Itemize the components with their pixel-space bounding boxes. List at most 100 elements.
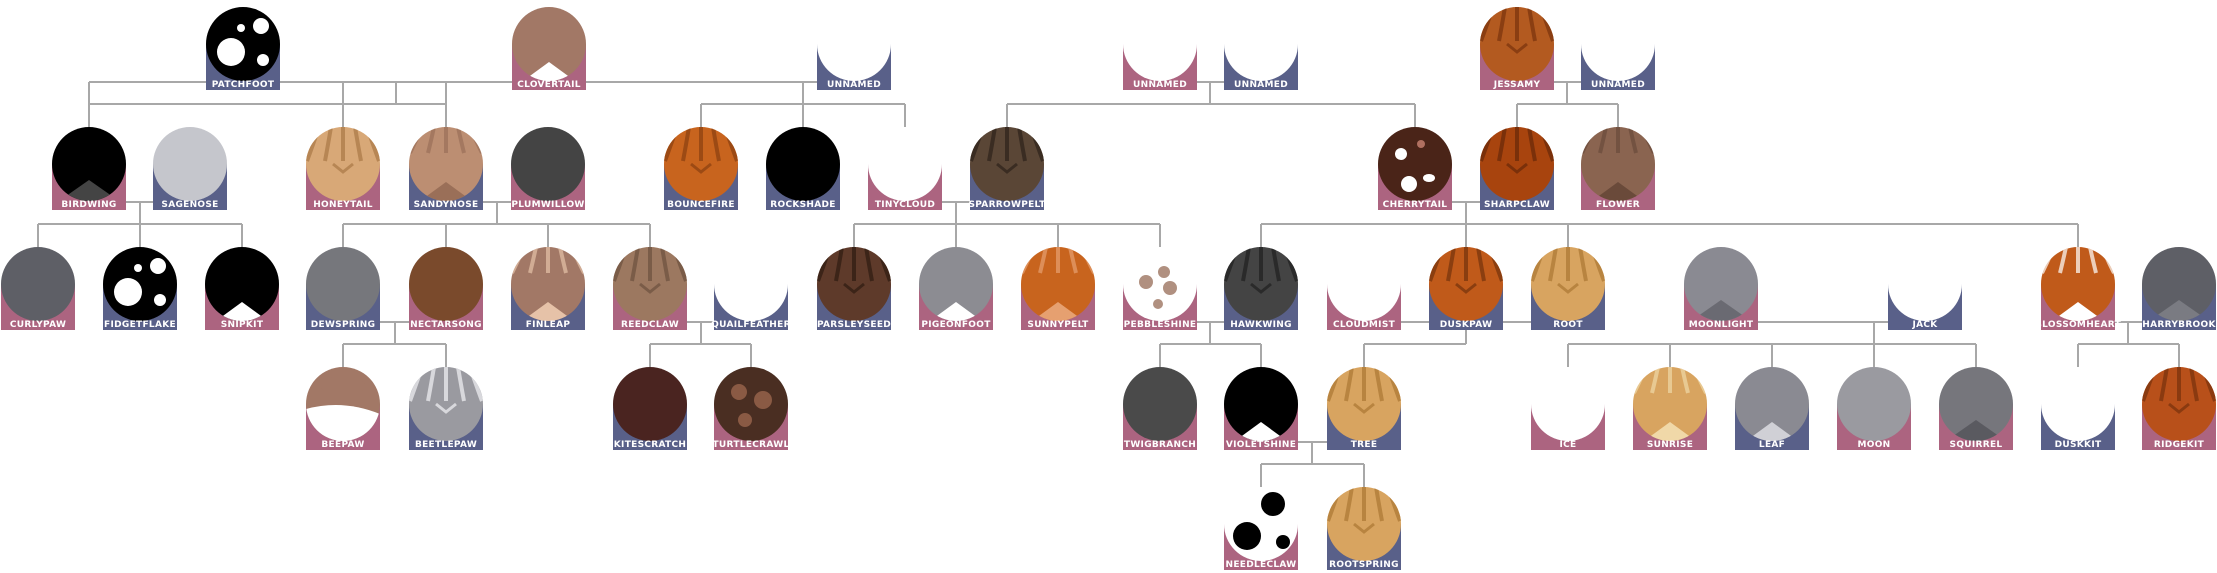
cat-node-nectarsong[interactable]: NECTARSONG: [409, 247, 483, 330]
cat-node-unnamed-2[interactable]: UNNAMED: [1123, 7, 1197, 90]
cat-portrait-icon: [1224, 487, 1298, 561]
cat-portrait-icon: [766, 127, 840, 201]
cat-name-label: MOONLIGHT: [1689, 320, 1754, 330]
cat-node-flower[interactable]: FLOWER: [1581, 127, 1655, 210]
cat-node-patchfoot[interactable]: PATCHFOOT: [206, 7, 280, 90]
cat-node-unnamed-1[interactable]: UNNAMED: [817, 7, 891, 90]
cat-node-sagenose[interactable]: SAGENOSE: [153, 127, 227, 210]
cat-node-violetshine[interactable]: VIOLETSHINE: [1224, 367, 1298, 450]
cat-portrait-icon: [103, 247, 177, 321]
cat-node-parsleyseed[interactable]: PARSLEYSEED: [817, 247, 891, 330]
cat-node-pigeonfoot[interactable]: PIGEONFOOT: [919, 247, 993, 330]
cat-name-label: PARSLEYSEED: [817, 320, 891, 330]
cat-name-label: TWIGBRANCH: [1124, 440, 1196, 450]
cat-node-sparrowpelt[interactable]: SPARROWPELT: [968, 127, 1046, 210]
cat-node-moonlight[interactable]: MOONLIGHT: [1684, 247, 1758, 330]
cat-node-hawkwing[interactable]: HAWKWING: [1224, 247, 1298, 330]
cat-portrait-icon: [1837, 367, 1911, 441]
cat-node-sunnypelt[interactable]: SUNNYPELT: [1021, 247, 1095, 330]
cat-node-jack[interactable]: JACK: [1888, 247, 1962, 330]
cat-node-unnamed-4[interactable]: UNNAMED: [1581, 7, 1655, 90]
cat-node-reedclaw[interactable]: REEDCLAW: [613, 247, 687, 330]
cat-node-plumwillow[interactable]: PLUMWILLOW: [511, 127, 585, 210]
cat-name-label: NECTARSONG: [410, 320, 482, 330]
cat-name-label: ROOT: [1553, 320, 1583, 330]
cat-name-label: HARRYBROOK: [2142, 320, 2216, 330]
cat-name-label: BOUNCEFIRE: [667, 200, 735, 210]
cat-name-label: BIRDWING: [61, 200, 116, 210]
cat-portrait-icon: [511, 247, 585, 321]
cat-name-label: JACK: [1911, 320, 1938, 330]
cat-portrait-icon: [1378, 127, 1452, 201]
cat-node-leaf[interactable]: LEAF: [1735, 367, 1809, 450]
cat-portrait-icon: [1735, 367, 1809, 441]
cat-portrait-icon: [409, 367, 483, 441]
cat-node-ridgekit[interactable]: RIDGEKIT: [2142, 367, 2216, 450]
cat-node-moon[interactable]: MOON: [1837, 367, 1911, 450]
cat-node-twigbranch[interactable]: TWIGBRANCH: [1123, 367, 1197, 450]
cat-portrait-icon: [511, 127, 585, 201]
cat-name-label: MOON: [1858, 440, 1891, 450]
cat-name-label: PIGEONFOOT: [921, 320, 991, 330]
cat-name-label: BEEPAW: [321, 440, 364, 450]
cat-node-dewspring[interactable]: DEWSPRING: [306, 247, 380, 330]
cat-node-ice[interactable]: ICE: [1531, 367, 1605, 450]
cat-name-label: SAGENOSE: [161, 200, 218, 210]
cat-portrait-icon: [714, 247, 788, 321]
cat-node-honeytail[interactable]: HONEYTAIL: [306, 127, 380, 210]
cat-node-beepaw[interactable]: BEEPAW: [306, 367, 380, 450]
cat-node-cherrytail[interactable]: CHERRYTAIL: [1378, 127, 1452, 210]
cat-name-label: UNNAMED: [1133, 80, 1187, 90]
cat-name-label: UNNAMED: [1591, 80, 1645, 90]
cat-node-jessamy[interactable]: JESSAMY: [1480, 7, 1554, 90]
cat-name-label: NEEDLECLAW: [1225, 560, 1296, 570]
cat-node-turtlecrawl[interactable]: TURTLECRAWL: [712, 367, 789, 450]
cat-node-cloudmist[interactable]: CLOUDMIST: [1327, 247, 1401, 330]
cat-node-duskkit[interactable]: DUSKKIT: [2041, 367, 2115, 450]
cat-node-quailfeather[interactable]: QUAILFEATHER: [711, 247, 791, 330]
cat-name-label: HAWKWING: [1230, 320, 1292, 330]
cat-node-needleclaw[interactable]: NEEDLECLAW: [1224, 487, 1298, 570]
cat-node-squirrel[interactable]: SQUIRREL: [1939, 367, 2013, 450]
cat-portrait-icon: [1480, 7, 1554, 81]
cat-node-tinycloud[interactable]: TINYCLOUD: [868, 127, 942, 210]
cat-node-sandynose[interactable]: SANDYNOSE: [409, 127, 483, 210]
cat-node-root[interactable]: ROOT: [1531, 247, 1605, 330]
cat-name-label: ROOTSPRING: [1329, 560, 1399, 570]
cat-portrait-icon: [1123, 367, 1197, 441]
cat-name-label: TURTLECRAWL: [712, 440, 789, 450]
cat-portrait-icon: [613, 367, 687, 441]
cat-node-harrybrook[interactable]: HARRYBROOK: [2142, 247, 2216, 330]
cat-node-bouncefire[interactable]: BOUNCEFIRE: [664, 127, 738, 210]
cat-node-clovertail[interactable]: CLOVERTAIL: [512, 7, 586, 90]
cat-portrait-icon: [1581, 7, 1655, 81]
cat-node-rootspring[interactable]: ROOTSPRING: [1327, 487, 1401, 570]
cat-node-duskpaw[interactable]: DUSKPAW: [1429, 247, 1503, 330]
cat-portrait-icon: [613, 247, 687, 321]
cat-name-label: SUNNYPELT: [1027, 320, 1089, 330]
cat-portrait-icon: [1224, 7, 1298, 81]
cat-node-blossomheart[interactable]: BLOSSOMHEART: [2035, 247, 2122, 330]
cat-portrait-icon: [1224, 247, 1298, 321]
cat-portrait-icon: [1581, 127, 1655, 201]
cat-portrait-icon: [817, 7, 891, 81]
cat-name-label: SQUIRREL: [1950, 440, 2003, 450]
cat-portrait-icon: [153, 127, 227, 201]
cat-node-fidgetflake[interactable]: FIDGETFLAKE: [103, 247, 177, 330]
cat-node-curlypaw[interactable]: CURLYPAW: [1, 247, 75, 330]
cat-node-rockshade[interactable]: ROCKSHADE: [766, 127, 840, 210]
cat-node-tree[interactable]: TREE: [1327, 367, 1401, 450]
cat-node-sunrise[interactable]: SUNRISE: [1633, 367, 1707, 450]
cat-node-birdwing[interactable]: BIRDWING: [52, 127, 126, 210]
cat-portrait-icon: [2041, 367, 2115, 441]
cat-node-pebbleshine[interactable]: PEBBLESHINE: [1123, 247, 1197, 330]
cat-node-sharpclaw[interactable]: SHARPCLAW: [1480, 127, 1554, 210]
cat-node-finleap[interactable]: FINLEAP: [511, 247, 585, 330]
cat-node-beetlepaw[interactable]: BEETLEPAW: [409, 367, 483, 450]
cat-node-snipkit[interactable]: SNIPKIT: [205, 247, 279, 330]
cat-portrait-icon: [409, 247, 483, 321]
cat-node-unnamed-3[interactable]: UNNAMED: [1224, 7, 1298, 90]
cat-node-kitescratch[interactable]: KITESCRATCH: [613, 367, 687, 450]
